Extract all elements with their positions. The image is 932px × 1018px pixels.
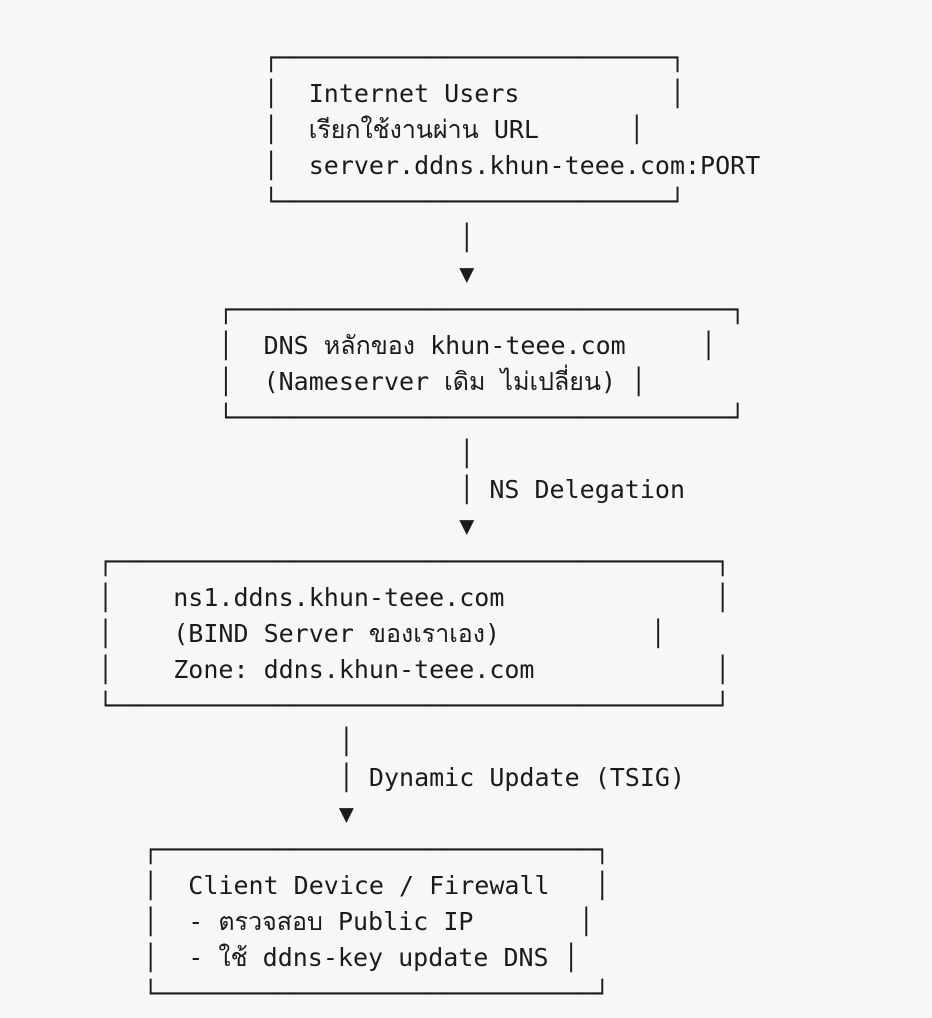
internet-users-box-url-line: │ server.ddns.khun-teee.com:PORT	[98, 151, 761, 180]
bind-server-box-border-top: ┌───────────────────────────────────────…	[98, 547, 731, 576]
client-device-box-ddns-key-line: │ - ใช้ ddns-key update DNS │	[98, 943, 579, 972]
client-device-box-border-top: ┌─────────────────────────────┐	[98, 835, 610, 864]
edge3-label-line: │ Dynamic Update (TSIG)	[98, 763, 685, 792]
bind-server-box-zone-line: │ Zone: ddns.khun-teee.com │	[98, 655, 731, 684]
edge3-arrowhead-icon: ▼	[98, 799, 354, 828]
edge2-label-line: │ NS Delegation	[98, 475, 685, 504]
edge1-connector-line: │	[98, 223, 475, 252]
internet-users-box-title-line: │ Internet Users │	[98, 79, 685, 108]
edge1-arrowhead-icon: ▼	[98, 259, 475, 288]
main-dns-box-title-line: │ DNS หลักของ khun-teee.com │	[98, 331, 717, 360]
ascii-flow-diagram: ┌──────────────────────────┐ │ Internet …	[98, 40, 760, 1012]
client-device-box-border-bottom: └─────────────────────────────┘	[98, 979, 610, 1008]
main-dns-box-border-bottom: └─────────────────────────────────┘	[98, 403, 746, 432]
client-device-box-public-ip-line: │ - ตรวจสอบ Public IP │	[98, 907, 594, 936]
edge2-arrowhead-icon: ▼	[98, 511, 475, 540]
bind-server-box-ns1-line: │ ns1.ddns.khun-teee.com │	[98, 583, 731, 612]
edge3-connector-line: │	[98, 727, 354, 756]
main-dns-box-border-top: ┌─────────────────────────────────┐	[98, 295, 746, 324]
bind-server-box-bind-line: │ (BIND Server ของเราเอง) │	[98, 619, 666, 648]
internet-users-box-border-top: ┌──────────────────────────┐	[98, 43, 685, 72]
edge2-connector-line: │	[98, 439, 475, 468]
client-device-box-title-line: │ Client Device / Firewall │	[98, 871, 610, 900]
bind-server-box-border-bottom: └───────────────────────────────────────…	[98, 691, 731, 720]
internet-users-box-thai-line: │ เรียกใช้งานผ่าน URL │	[98, 115, 645, 144]
main-dns-box-nameserver-line: │ (Nameserver เดิม ไม่เปลี่ยน) │	[98, 367, 647, 396]
internet-users-box-border-bottom: └──────────────────────────┘	[98, 187, 685, 216]
